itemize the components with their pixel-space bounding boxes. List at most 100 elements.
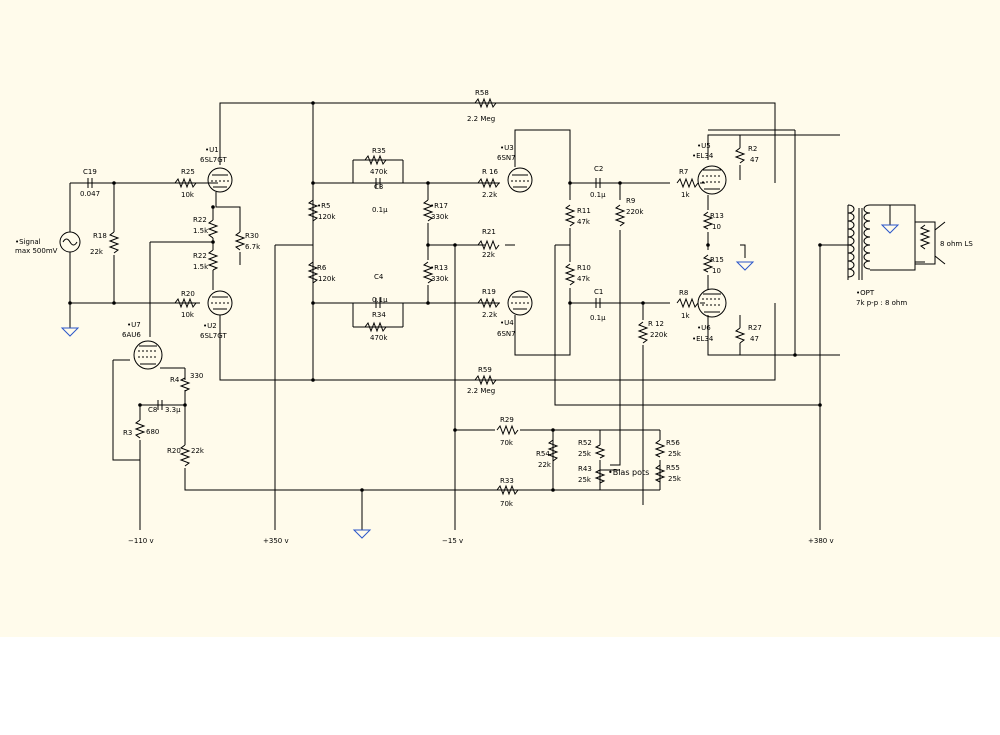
- label-r43-ref: R43: [578, 465, 592, 473]
- label-r21-val: 22k: [482, 251, 496, 259]
- label-r21-ref: R21: [482, 228, 496, 236]
- signal-source-icon: [59, 231, 81, 253]
- resistor-icon: [174, 177, 197, 189]
- ground-icon: [60, 327, 80, 337]
- resistor-icon: [496, 424, 519, 436]
- resistor-icon: [307, 261, 319, 284]
- label-r59-val: 2.2 Meg: [467, 387, 495, 395]
- label-opt-1: •OPT: [856, 289, 875, 297]
- label-u3-type: 6SN7: [497, 154, 516, 162]
- label-r58-ref: R58: [475, 89, 489, 97]
- label-r13b-val: 330k: [431, 275, 449, 283]
- label-r55-ref: R55: [666, 464, 680, 472]
- label-r25-val: 10k: [181, 191, 195, 199]
- resistor-icon: [702, 211, 714, 230]
- resistor-icon: [422, 199, 434, 222]
- label-r19-ref: R19: [482, 288, 496, 296]
- resistor-icon: [637, 321, 649, 344]
- resistor-icon: [174, 297, 197, 309]
- label-r56-val: 25k: [668, 450, 682, 458]
- label-rail-350: +350 v: [263, 537, 289, 545]
- label-r8-val: 1k: [681, 312, 690, 320]
- resistors: [108, 97, 931, 496]
- ground-icon: [880, 224, 900, 234]
- triode-icon: [507, 290, 533, 316]
- triode-icon: [207, 167, 233, 193]
- capacitor-icon: [157, 400, 163, 410]
- label-r35-ref: R35: [372, 147, 386, 155]
- label-r30-ref: R30: [245, 232, 259, 240]
- resistor-icon: [676, 177, 699, 189]
- resistor-icon: [307, 199, 319, 222]
- label-r6-val: 120k: [318, 275, 336, 283]
- label-r59-ref: R59: [478, 366, 492, 374]
- ground-icon: [735, 261, 755, 271]
- label-opt-2: 7k p-p : 8 ohm: [856, 299, 907, 307]
- label-r10-val: 47k: [577, 275, 591, 283]
- label-u4-type: 6SN7: [497, 330, 516, 338]
- label-u7-ref: •U7: [127, 321, 141, 329]
- label-u2-type: 6SL7GT: [200, 332, 227, 340]
- label-u2-ref: •U2: [203, 322, 217, 330]
- label-u3-ref: •U3: [500, 144, 514, 152]
- label-ls: 8 ohm LS: [940, 240, 973, 248]
- label-r25-ref: R25: [181, 168, 195, 176]
- label-r18-val: 22k: [90, 248, 104, 256]
- transformer-icon: [847, 204, 871, 280]
- resistor-icon: [564, 263, 576, 286]
- resistor-icon: [477, 177, 500, 189]
- label-u6-ref: •U6: [697, 324, 711, 332]
- label-c19-ref: C19: [83, 168, 97, 176]
- label-r15-ref: R15: [710, 256, 724, 264]
- label-r5-ref: •R5: [317, 202, 330, 210]
- label-u4-ref: •U4: [500, 319, 514, 327]
- resistor-icon: [734, 327, 746, 344]
- tubes: [133, 165, 727, 370]
- label-r13b-ref: •R13: [430, 264, 448, 272]
- label-bias-pots: •Bias pots: [608, 468, 649, 477]
- label-r27-ref: R27: [748, 324, 762, 332]
- resistor-icon: [179, 444, 191, 467]
- resistor-icon: [422, 261, 434, 284]
- triode-icon: [507, 167, 533, 193]
- resistor-icon: [179, 377, 191, 392]
- label-r4-ref: R4: [170, 376, 180, 384]
- label-r22b-val: 1.5k: [193, 263, 209, 271]
- label-r12-val: 220k: [650, 331, 668, 339]
- label-r13-ref: R13: [710, 212, 724, 220]
- label-r6-ref: R6: [317, 264, 327, 272]
- label-r18-ref: R18: [93, 232, 107, 240]
- label-c8-val: 3.3µ: [165, 406, 181, 414]
- label-r52-val: 25k: [578, 450, 592, 458]
- label-r12-ref: R 12: [648, 320, 664, 328]
- resistor-icon: [474, 374, 497, 386]
- label-u5-ref: •U5: [697, 142, 711, 150]
- resistor-icon: [654, 439, 666, 458]
- capacitor-icon: [375, 298, 381, 308]
- label-c2-val: 0.1µ: [590, 191, 606, 199]
- resistor-icon: [364, 154, 387, 166]
- resistor-icon: [134, 419, 146, 439]
- capacitor-icon: [595, 178, 601, 188]
- label-rail-m15: −15 v: [442, 537, 463, 545]
- label-r29-ref: R29: [500, 416, 514, 424]
- resistor-icon: [919, 224, 931, 250]
- resistor-icon: [477, 297, 500, 309]
- label-u1-ref: •U1: [205, 146, 219, 154]
- label-r2-ref: R2: [748, 145, 757, 153]
- label-rail-m110: −110 v: [128, 537, 154, 545]
- label-r7-ref: R7: [679, 168, 688, 176]
- resistor-icon: [477, 239, 500, 251]
- label-r4-val: 330: [190, 372, 203, 380]
- label-r9-ref: R9: [626, 197, 635, 205]
- resistor-icon: [702, 254, 714, 273]
- resistor-icon: [614, 204, 626, 227]
- label-c8-ref: C8: [148, 406, 157, 414]
- capacitor-icon: [87, 178, 93, 188]
- label-u5-type: •EL34: [692, 152, 714, 160]
- label-r29-val: 70k: [500, 439, 514, 447]
- resistor-icon: [676, 297, 699, 309]
- label-r16-ref: R 16: [482, 168, 499, 176]
- label-r33-ref: R33: [500, 477, 514, 485]
